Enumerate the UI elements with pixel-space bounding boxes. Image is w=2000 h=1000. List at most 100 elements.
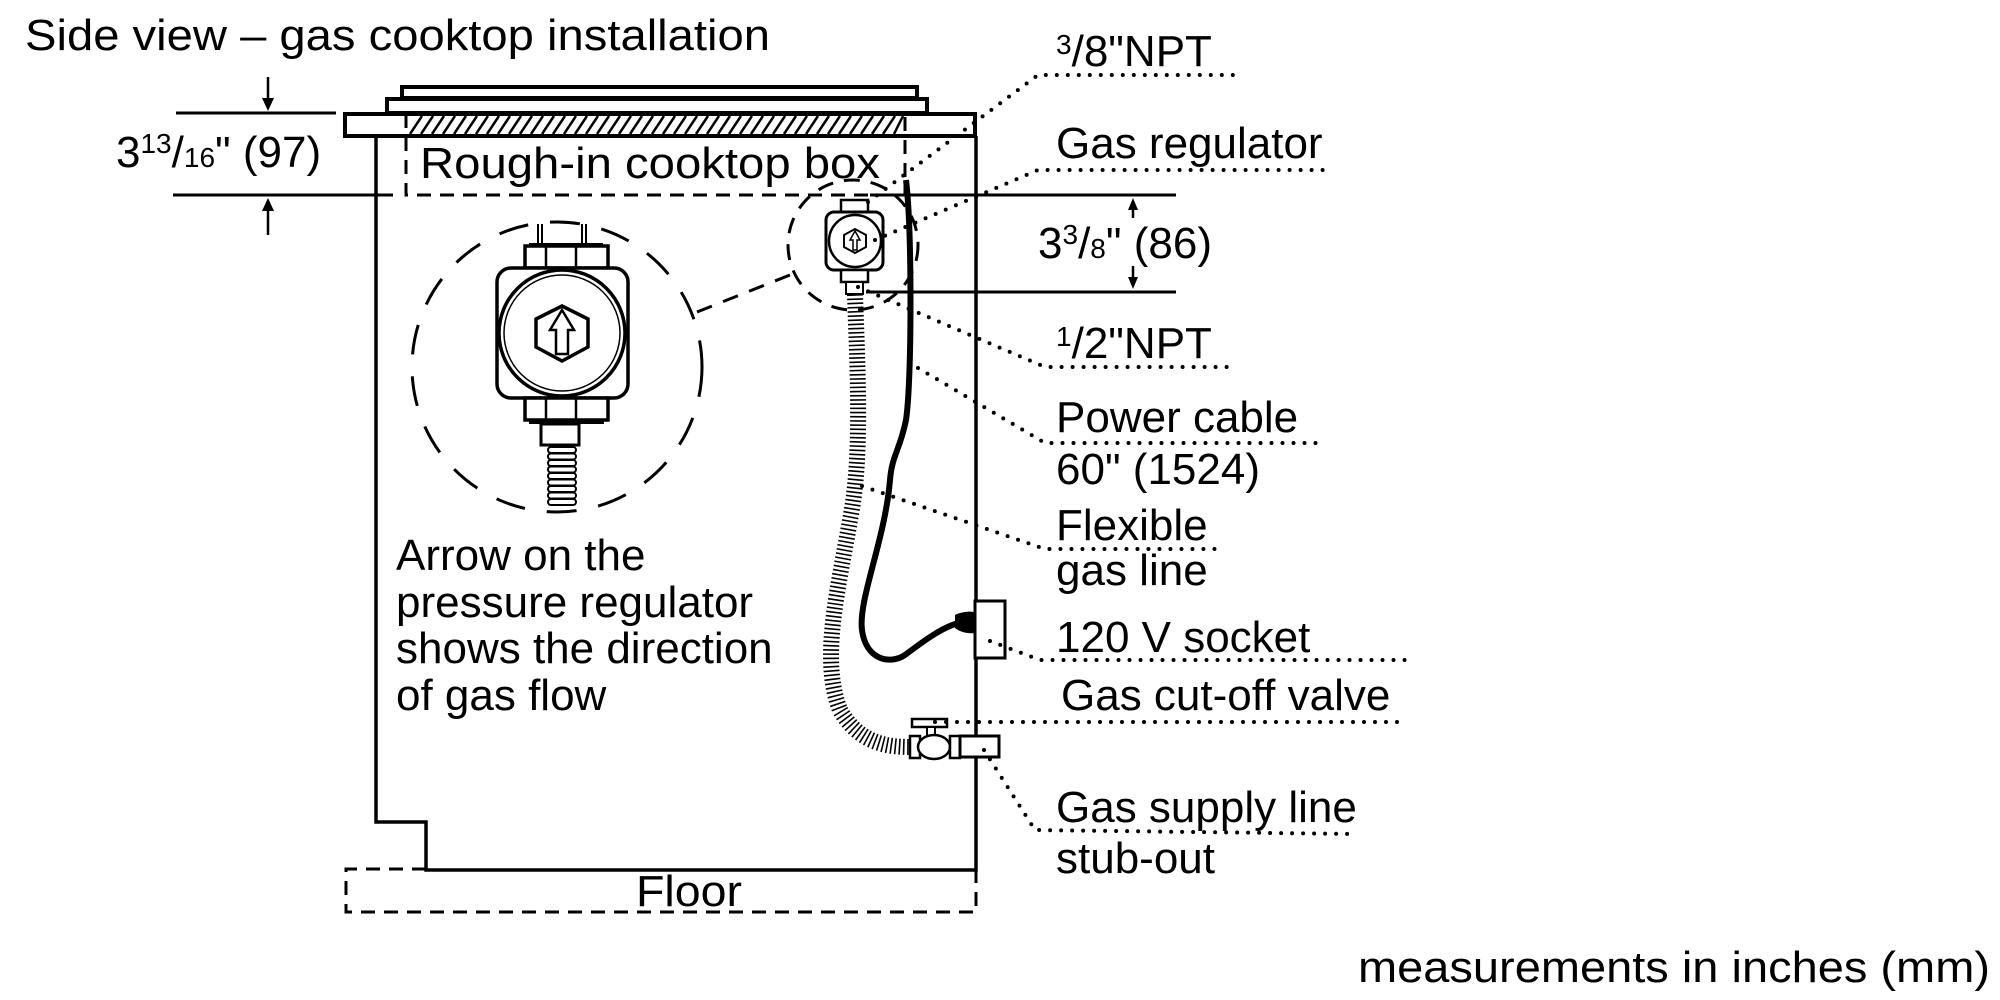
leader-gas-regulator bbox=[873, 168, 1332, 242]
countertop bbox=[343, 112, 977, 138]
hose-rib bbox=[843, 506, 861, 511]
hose-rib bbox=[849, 449, 866, 452]
hose-rib bbox=[831, 704, 847, 712]
gas-flow-arrow-icon bbox=[547, 307, 577, 356]
hose-rib bbox=[836, 710, 851, 721]
arrow-down-icon bbox=[262, 98, 274, 111]
hose-rib bbox=[839, 531, 856, 536]
rough-in-box-label: Rough-in cooktop box bbox=[420, 139, 880, 188]
hose-rib bbox=[845, 494, 862, 499]
hose-rib bbox=[823, 636, 840, 639]
hose-rib bbox=[826, 610, 843, 615]
hose-rib bbox=[829, 585, 846, 590]
hose-rib bbox=[847, 310, 864, 313]
cooktop-body bbox=[385, 97, 929, 115]
rough-in-box-outline bbox=[404, 114, 907, 197]
regulator-circle bbox=[786, 178, 920, 312]
hose-rib bbox=[835, 556, 852, 561]
hose-rib bbox=[844, 502, 861, 507]
hose-rib bbox=[846, 486, 863, 490]
hose-rib bbox=[849, 445, 866, 448]
cutout-depth-value: 313/16" (97) bbox=[116, 128, 321, 177]
hose-rib bbox=[893, 738, 897, 755]
hose-rib bbox=[826, 606, 843, 611]
regulator-detail bbox=[410, 220, 796, 514]
hose-rib bbox=[845, 498, 862, 503]
arrow-down-icon bbox=[1128, 277, 1138, 289]
hose-rib bbox=[880, 736, 886, 753]
arrow-up-icon bbox=[262, 198, 274, 211]
hose-rib bbox=[841, 716, 855, 728]
hose-rib bbox=[844, 719, 858, 732]
hose-rib bbox=[823, 665, 840, 669]
hose-rib bbox=[840, 527, 857, 532]
hose-rib bbox=[875, 735, 883, 751]
hose-rib bbox=[833, 564, 850, 569]
leader-socket bbox=[988, 639, 1407, 662]
leader-flexible-gas-line bbox=[860, 484, 1217, 551]
hose-rib bbox=[898, 738, 901, 755]
label-cutoff-valve: Gas cut-off valve bbox=[1061, 671, 1390, 720]
cooktop bbox=[385, 85, 929, 115]
hose-rib bbox=[843, 510, 860, 516]
hose-rib bbox=[851, 724, 863, 738]
label-power-cable: Power cable 60" (1524) bbox=[1056, 393, 1310, 494]
detail-connector bbox=[696, 271, 796, 314]
hose-rib bbox=[838, 713, 853, 725]
label-flexible-gas-line: Flexible gas line bbox=[1056, 501, 1220, 595]
hose-rib bbox=[823, 644, 840, 647]
leader-npt-bottom bbox=[856, 285, 1239, 369]
floor-label: Floor bbox=[636, 867, 742, 916]
hose-rib bbox=[827, 597, 844, 602]
label-gas-regulator: Gas regulator bbox=[1056, 119, 1323, 168]
hose-rib bbox=[825, 618, 842, 623]
hose-rib bbox=[832, 572, 849, 578]
hose-rib bbox=[848, 465, 865, 469]
hose-rib bbox=[841, 519, 858, 524]
hose-rib bbox=[847, 721, 860, 735]
arrow-up-icon bbox=[1128, 198, 1138, 210]
hose-rib bbox=[871, 733, 879, 750]
regulator-height-value: 33/8" (86) bbox=[1038, 219, 1212, 268]
hose-rib bbox=[841, 523, 858, 528]
hose-rib bbox=[848, 323, 865, 326]
regulator-height-dimension: 33/8" (86) bbox=[866, 193, 1212, 294]
hose-rib bbox=[848, 335, 865, 339]
gas-cutoff-valve bbox=[908, 717, 962, 761]
hose-rib bbox=[827, 693, 844, 699]
flexible-gas-line bbox=[823, 293, 909, 755]
hose-rib bbox=[847, 306, 864, 309]
hose-rib bbox=[830, 581, 847, 586]
countertop-hatch bbox=[408, 115, 905, 135]
hose-rib bbox=[824, 681, 841, 686]
hose-rib bbox=[848, 327, 865, 330]
hose-rib bbox=[849, 453, 866, 456]
hose-rib bbox=[847, 474, 864, 477]
small-arrow-icon bbox=[848, 229, 862, 251]
hose-rib bbox=[828, 593, 845, 598]
hose-rib bbox=[823, 640, 840, 643]
hose-rib bbox=[858, 728, 869, 744]
cooktop-grate bbox=[400, 85, 919, 100]
hose-rib bbox=[835, 552, 852, 557]
hose-rib bbox=[823, 631, 841, 635]
hose-rib bbox=[824, 677, 841, 682]
hose-rib bbox=[825, 685, 842, 690]
flex-hose-detail bbox=[547, 446, 577, 506]
diagram-title: Side view – gas cooktop installation bbox=[25, 11, 770, 60]
hose-rib bbox=[836, 547, 853, 553]
hose-rib bbox=[838, 539, 855, 545]
leader-supply-stubout bbox=[982, 748, 1357, 836]
hose-rib bbox=[827, 602, 844, 606]
detail-circle bbox=[410, 220, 704, 514]
cutout-depth-dimension: 313/16" (97) bbox=[116, 77, 393, 235]
hose-rib bbox=[848, 461, 865, 465]
hose-rib bbox=[847, 298, 864, 301]
hose-rib bbox=[884, 737, 890, 754]
label-npt-bottom: 1/2"NPT bbox=[1056, 319, 1212, 368]
hose-rib bbox=[889, 737, 894, 754]
wall-socket bbox=[973, 599, 1007, 660]
hose-rib bbox=[834, 560, 851, 565]
hose-rib bbox=[847, 302, 864, 305]
